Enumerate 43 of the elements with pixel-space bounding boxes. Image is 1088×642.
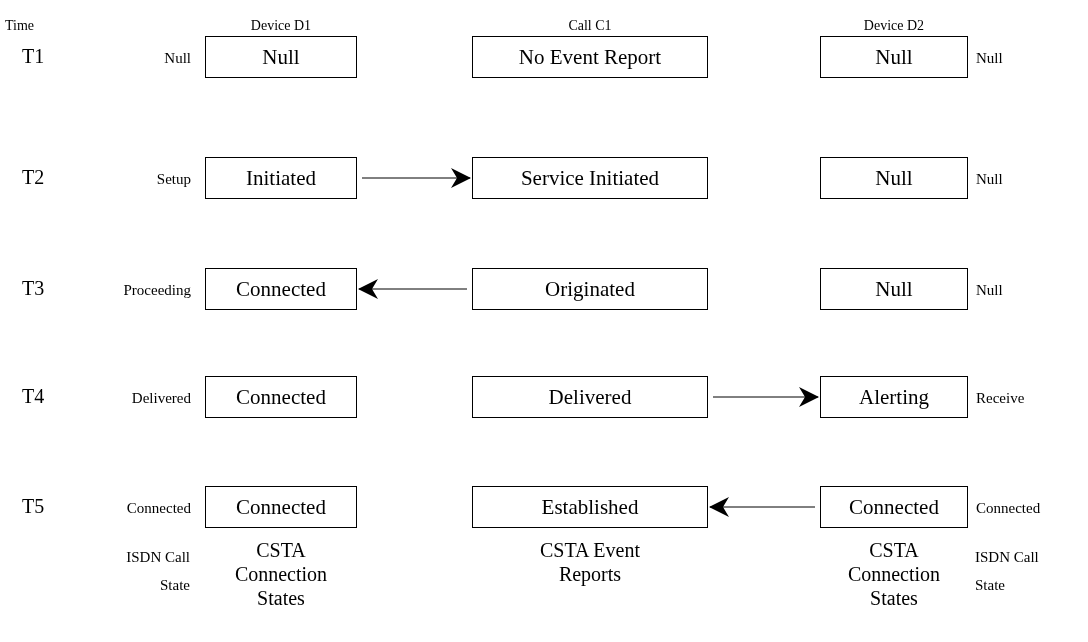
time-label: T4 [22, 384, 46, 408]
time-label: T2 [22, 165, 46, 189]
state-box: Delivered [472, 376, 708, 418]
state-box: Connected [205, 376, 357, 418]
state-box: Connected [820, 486, 968, 528]
isdn-state-label: Null [976, 171, 1003, 188]
arrow [709, 497, 816, 517]
isdn-state-label: Delivered [131, 390, 191, 407]
time-label: T3 [22, 276, 46, 300]
state-box: Initiated [205, 157, 357, 199]
isdn-state-label: Receive [976, 390, 1025, 407]
column-heading: Device D1 [249, 18, 313, 34]
column-heading: Time [5, 18, 36, 34]
state-box: Service Initiated [472, 157, 708, 199]
isdn-state-label: Connected [126, 500, 191, 517]
column-heading: Call C1 [567, 18, 613, 34]
arrow [712, 387, 819, 407]
arrow [358, 279, 468, 299]
state-box: No Event Report [472, 36, 708, 78]
column-caption: ISDN Call State [975, 548, 1040, 595]
state-box: Null [820, 157, 968, 199]
column-caption: CSTA Connection States [846, 538, 942, 610]
isdn-state-label: Setup [156, 171, 191, 188]
time-label: T1 [22, 44, 46, 68]
isdn-state-label: Proceeding [123, 282, 191, 299]
time-label: T5 [22, 494, 46, 518]
state-box: Originated [472, 268, 708, 310]
isdn-state-label: Null [976, 282, 1003, 299]
isdn-state-label: Connected [976, 500, 1041, 517]
state-box: Established [472, 486, 708, 528]
column-heading: Device D2 [862, 18, 926, 34]
state-box: Alerting [820, 376, 968, 418]
state-box: Null [820, 268, 968, 310]
isdn-state-label: Null [976, 50, 1003, 67]
arrow [361, 168, 471, 188]
isdn-state-label: Null [164, 50, 191, 67]
state-box: Null [820, 36, 968, 78]
state-box: Connected [205, 486, 357, 528]
state-box: Null [205, 36, 357, 78]
state-box: Connected [205, 268, 357, 310]
column-caption: CSTA Event Reports [538, 538, 642, 586]
column-caption: ISDN Call State [125, 548, 190, 595]
column-caption: CSTA Connection States [233, 538, 329, 610]
